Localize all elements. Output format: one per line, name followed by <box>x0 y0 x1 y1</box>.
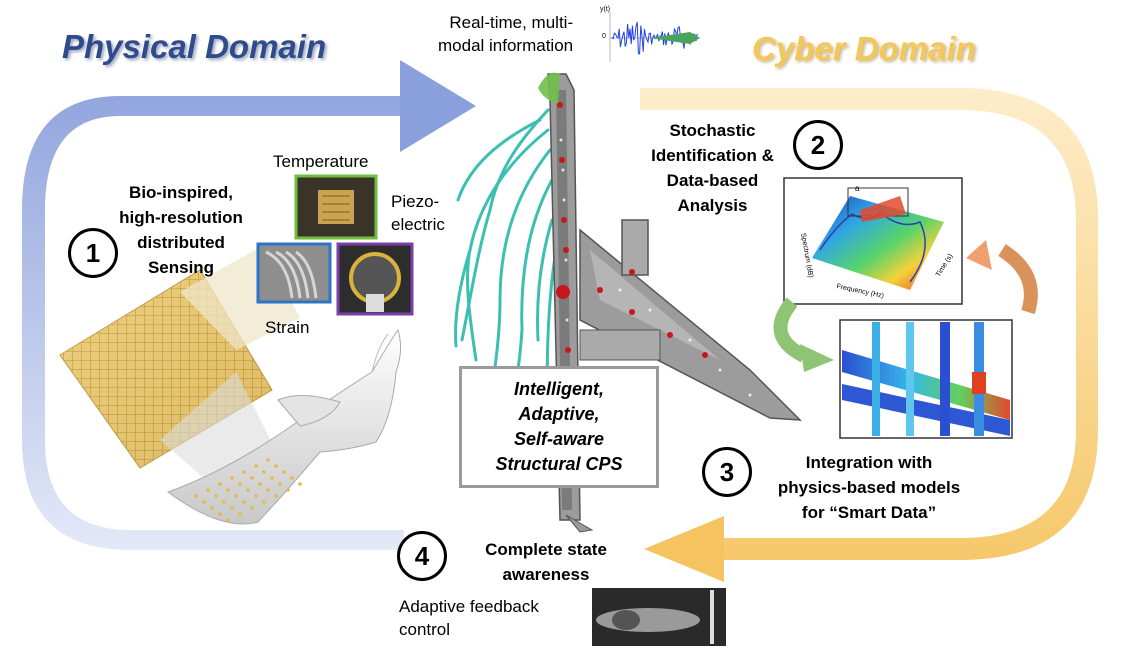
uav-sensor-dot <box>210 506 214 510</box>
uav-sensor-dot <box>194 494 198 498</box>
plot-inset-label: a <box>855 184 860 193</box>
signal-waveform <box>609 12 700 62</box>
cps-line-1: Intelligent, <box>514 379 604 399</box>
adaptive-feedback-label: Adaptive feedback control <box>399 597 539 639</box>
step-2-badge: 2 <box>793 120 843 170</box>
structural-cps-box: Intelligent, Adaptive, Self-aware Struct… <box>459 366 659 488</box>
uav-sensor-dot <box>262 500 266 504</box>
uav-sensor-dot <box>242 500 246 504</box>
uav-sensor-dot <box>258 482 262 486</box>
temperature-label: Temperature <box>273 152 369 171</box>
realtime-info-label: Real-time, multi- modal information <box>438 13 574 55</box>
step-2-label: Stochastic Identification & Data-based A… <box>651 121 774 215</box>
uav-sensor-dot <box>226 488 230 492</box>
uav-sensor-dot <box>270 476 274 480</box>
uav-sensor-dot <box>262 470 266 474</box>
physical-domain-arrow <box>22 60 476 550</box>
uav-sensor-dot <box>246 488 250 492</box>
feedback-control-photo <box>592 588 726 646</box>
uav-sensor-dot <box>266 488 270 492</box>
piezoelectric-label: Piezo- electric <box>391 192 445 234</box>
temperature-sensor-photo <box>294 174 378 240</box>
physical-domain-title: Physical Domain <box>62 28 327 65</box>
step-4-badge: 4 <box>397 531 447 581</box>
uav-sensor-dot <box>290 476 294 480</box>
step-3-badge: 3 <box>702 447 752 497</box>
iteration-arrows <box>773 240 1038 372</box>
uav-sensor-dot <box>274 494 278 498</box>
step-3-label: Integration with physics-based models fo… <box>777 453 961 522</box>
uav-sensor-dot <box>238 482 242 486</box>
uav-model <box>166 328 402 525</box>
uav-sensor-dot <box>298 482 302 486</box>
step-1-badge: 1 <box>68 228 118 278</box>
uav-sensor-dot <box>230 506 234 510</box>
strain-sensor-photo <box>256 242 332 304</box>
uav-sensor-dot <box>266 458 270 462</box>
uav-sensor-dot <box>250 506 254 510</box>
cyber-domain-arrow <box>640 88 1098 582</box>
uav-sensor-dot <box>238 512 242 516</box>
step-1-label: Bio-inspired, high-resolution distribute… <box>119 183 243 277</box>
uav-sensor-dot <box>282 470 286 474</box>
uav-sensor-dot <box>254 464 258 468</box>
uav-sensor-dot <box>242 470 246 474</box>
uav-sensor-dot <box>286 488 290 492</box>
uav-sensor-dot <box>250 476 254 480</box>
uav-sensor-dot <box>222 500 226 504</box>
uav-sensor-dot <box>230 476 234 480</box>
uav-sensor-dot <box>202 500 206 504</box>
uav-sensor-dot <box>234 494 238 498</box>
cps-line-4: Structural CPS <box>495 454 623 474</box>
signal-axis-label: y(t) <box>600 6 611 13</box>
aircraft-structure <box>538 72 802 533</box>
step-4-label: Complete state awareness <box>485 540 607 584</box>
uav-sensor-dot <box>206 488 210 492</box>
uav-sensor-dot <box>278 482 282 486</box>
spectrogram-surface-plot <box>783 177 963 305</box>
uav-sensor-dot <box>218 482 222 486</box>
signal-zero-label: 0 <box>602 33 606 40</box>
cps-line-2: Adaptive, <box>518 404 600 424</box>
uav-sensor-dot <box>274 464 278 468</box>
uav-sensor-dot <box>254 494 258 498</box>
uav-sensor-dot <box>214 494 218 498</box>
uav-sensor-dot <box>226 518 230 522</box>
piezoelectric-sensor-photo <box>336 242 414 316</box>
uav-sensor-dot <box>218 512 222 516</box>
cps-line-3: Self-aware <box>513 429 605 449</box>
fem-simulation-plot <box>839 319 1013 439</box>
cyber-domain-title: Cyber Domain <box>752 30 976 67</box>
strain-label: Strain <box>265 318 310 337</box>
